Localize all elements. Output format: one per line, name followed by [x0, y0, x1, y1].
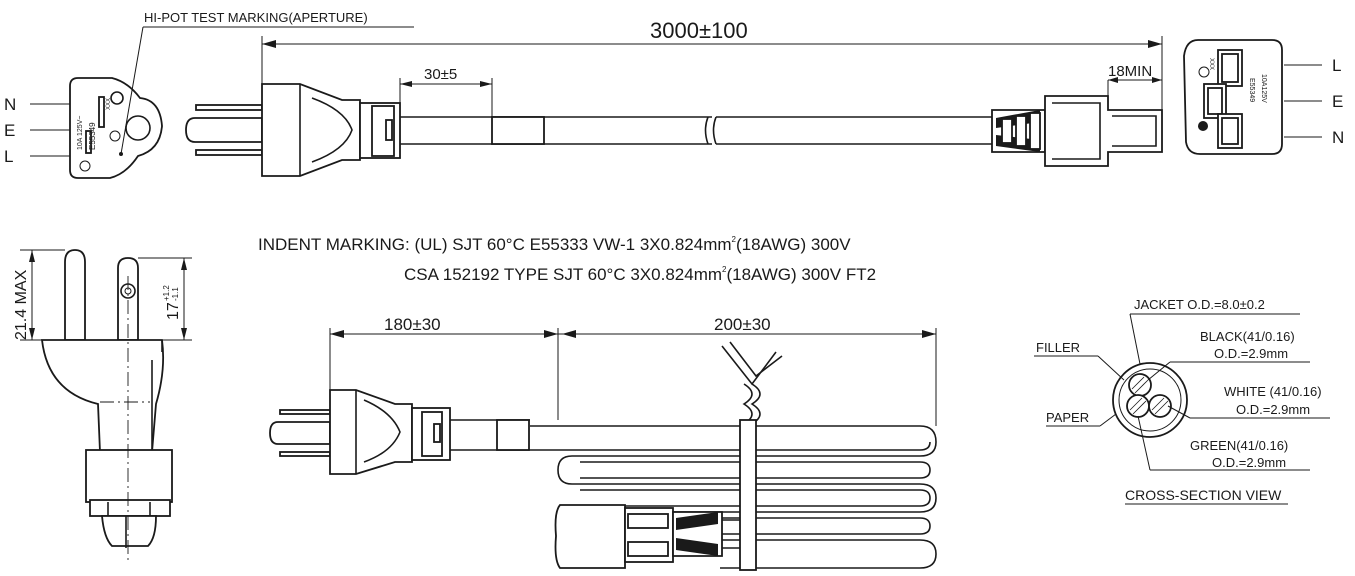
indent-line1: INDENT MARKING: (UL) SJT 60°C E55333 VW-…	[258, 235, 732, 254]
cord-side-view: 3000±100 30±5 18MIN	[185, 18, 1163, 177]
plug-marking-file: E55349	[88, 122, 97, 150]
plug-pin-n-label: N	[4, 95, 16, 114]
connector-marking-file: E55349	[1248, 78, 1255, 102]
jacket-label: JACKET O.D.=8.0±0.2	[1134, 297, 1265, 312]
filler-label: FILLER	[1036, 340, 1080, 355]
indent-line2: CSA 152192 TYPE SJT 60°C 3X0.824mm	[404, 265, 722, 284]
plug-face-view: 10A 125V~ E55349 XXX N E L HI-POT TEST M…	[4, 10, 414, 179]
indent-line1-sup: 2	[732, 235, 737, 244]
indent-line2-sup: 2	[722, 265, 727, 274]
hipot-label: HI-POT TEST MARKING(APERTURE)	[144, 10, 368, 25]
white-label: WHITE (41/0.16)	[1224, 384, 1322, 399]
svg-text:INDENT MARKING: (UL) SJT 60°C: INDENT MARKING: (UL) SJT 60°C E55333 VW-…	[258, 235, 851, 254]
length-200-label: 200±30	[714, 315, 771, 334]
connector-marking-code: XXX	[1208, 58, 1214, 70]
green-label: GREEN(41/0.16)	[1190, 438, 1288, 453]
coiled-cord-view: 180±30 200±30	[269, 315, 937, 571]
connector-pin-l-label: L	[1332, 56, 1341, 75]
connector-pin-e-label: E	[1332, 92, 1343, 111]
indent-line1-tail: (18AWG) 300V	[736, 235, 851, 254]
plug-pin-e-label: E	[4, 121, 15, 140]
length-18-label: 18MIN	[1108, 63, 1152, 80]
indent-line2-tail: (18AWG) 300V FT2	[726, 265, 876, 284]
pin-length-label: 17	[165, 302, 182, 320]
plug-marking-code: XXX	[106, 98, 112, 110]
plug-profile-view: 21.4 MAX 17 +1.2 -1.1	[13, 249, 192, 560]
length-total-label: 3000±100	[650, 18, 748, 43]
plug-pin-l-label: L	[4, 147, 13, 166]
pin-tol-minus: -1.1	[171, 287, 180, 301]
connector-marking-rating: 10A125V	[1260, 74, 1267, 103]
connector-pin-n-label: N	[1332, 128, 1344, 147]
black-label: BLACK(41/0.16)	[1200, 329, 1295, 344]
indent-marking: INDENT MARKING: (UL) SJT 60°C E55333 VW-…	[258, 235, 876, 284]
white-od-label: O.D.=2.9mm	[1236, 402, 1310, 417]
paper-label: PAPER	[1046, 410, 1089, 425]
length-180-label: 180±30	[384, 315, 441, 334]
cross-section-title: CROSS-SECTION VIEW	[1125, 487, 1282, 503]
length-30-label: 30±5	[424, 66, 457, 83]
black-od-label: O.D.=2.9mm	[1214, 346, 1288, 361]
svg-text:CSA 152192 TYPE SJT 60°C 3X0.8: CSA 152192 TYPE SJT 60°C 3X0.824mm2(18AW…	[404, 265, 876, 284]
green-od-label: O.D.=2.9mm	[1212, 455, 1286, 470]
cross-section-view: JACKET O.D.=8.0±0.2 BLACK(41/0.16) O.D.=…	[1034, 297, 1330, 505]
width-max-label: 21.4 MAX	[13, 269, 30, 340]
plug-marking-rating: 10A 125V~	[77, 116, 84, 150]
connector-face-view: XXX 10A125V E55349 L E N	[1183, 39, 1344, 155]
pin-tol-plus: +1.2	[162, 285, 171, 301]
